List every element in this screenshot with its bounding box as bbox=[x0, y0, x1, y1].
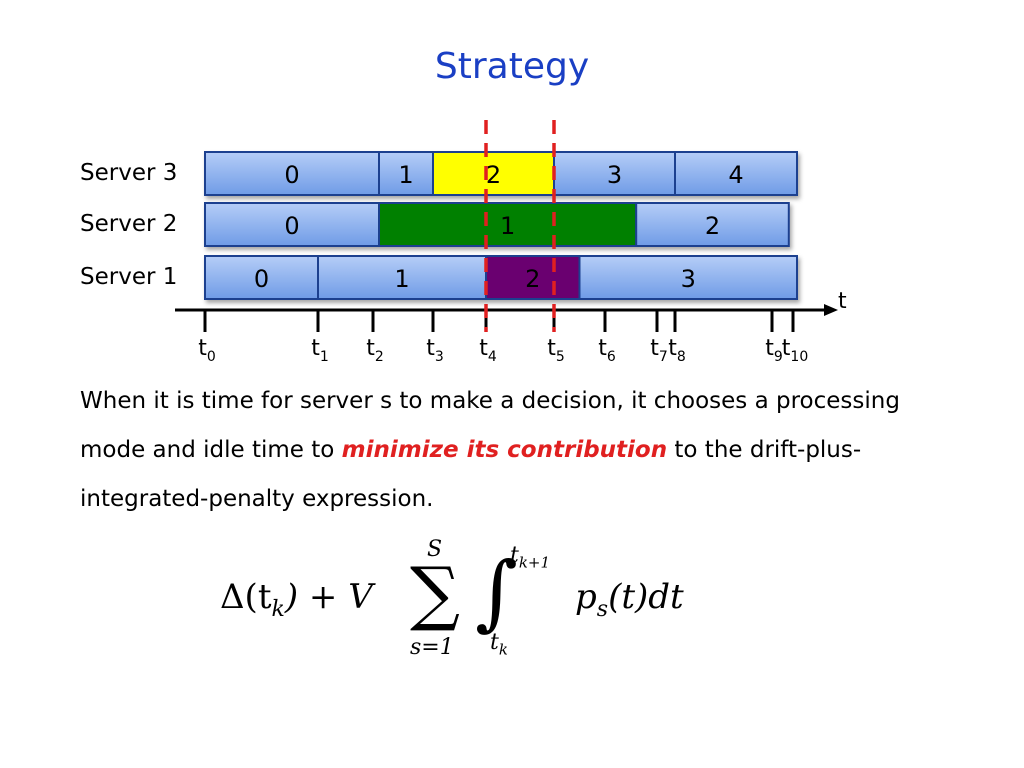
segment-block bbox=[635, 202, 790, 247]
segment-block bbox=[485, 255, 581, 300]
sum-symbol: ∑ bbox=[410, 552, 460, 634]
tick-label: t10 bbox=[782, 336, 808, 365]
server-label: Server 1 bbox=[80, 264, 177, 290]
segment-label: 3 bbox=[607, 161, 622, 189]
segment-label: 0 bbox=[254, 265, 269, 293]
server-row bbox=[204, 202, 790, 247]
integral-upper-limit: tk+1 bbox=[510, 543, 551, 572]
tick-label: t2 bbox=[366, 336, 384, 365]
segment-label: 0 bbox=[284, 212, 299, 240]
tick-label: t8 bbox=[668, 336, 686, 365]
segment-block bbox=[432, 151, 555, 196]
formula-lhs: Δ(tk) + V bbox=[220, 577, 373, 622]
axis-arrow bbox=[824, 304, 838, 316]
segment-block bbox=[553, 151, 676, 196]
segment-label: 1 bbox=[398, 161, 413, 189]
sum-upper-limit: S bbox=[427, 537, 443, 562]
decision-markers bbox=[484, 120, 556, 332]
segment-label: 2 bbox=[486, 161, 501, 189]
tick-label: t9 bbox=[765, 336, 783, 365]
tick-label: t6 bbox=[598, 336, 616, 365]
server-label: Server 3 bbox=[80, 160, 177, 186]
tick-label: t1 bbox=[311, 336, 329, 365]
drift-penalty-formula: Δ(tk) + V ∑ S s=1 ∫ tk+1 tk ps(t)dt bbox=[220, 535, 780, 665]
description-part-2: to the drift-plus-integrated-penalty exp… bbox=[80, 437, 862, 512]
segment-block bbox=[204, 255, 319, 300]
server-label: Server 2 bbox=[80, 211, 177, 237]
tick-label: t0 bbox=[198, 336, 216, 365]
tick-label: t4 bbox=[479, 336, 497, 365]
tick-label: t7 bbox=[650, 336, 668, 365]
segment-label: 2 bbox=[705, 212, 720, 240]
segment-block bbox=[378, 151, 434, 196]
server-row bbox=[204, 255, 798, 300]
segment-block bbox=[204, 202, 380, 247]
segment-label: 2 bbox=[525, 265, 540, 293]
server-row bbox=[204, 151, 798, 196]
segment-label: 3 bbox=[681, 265, 696, 293]
integral-symbol: ∫ bbox=[475, 545, 518, 640]
segment-block bbox=[674, 151, 798, 196]
segment-block bbox=[578, 255, 798, 300]
description-part-1: When it is time for server s to make a d… bbox=[80, 388, 900, 463]
segment-label: 1 bbox=[500, 212, 515, 240]
integrand: ps(t)dt bbox=[575, 577, 684, 622]
description-text: When it is time for server s to make a d… bbox=[80, 377, 960, 524]
segment-block bbox=[204, 151, 380, 196]
segment-block bbox=[317, 255, 487, 300]
segment-label: 1 bbox=[394, 265, 409, 293]
segment-label: 0 bbox=[284, 161, 299, 189]
sum-lower-limit: s=1 bbox=[410, 635, 454, 660]
axis-label: t bbox=[838, 289, 847, 314]
description-emphasis: minimize its contribution bbox=[341, 437, 668, 463]
segment-label: 4 bbox=[728, 161, 743, 189]
slide-title: Strategy bbox=[434, 46, 590, 87]
integral-lower-limit: tk bbox=[490, 630, 508, 659]
tick-label: t5 bbox=[547, 336, 565, 365]
tick-label: t3 bbox=[426, 336, 444, 365]
